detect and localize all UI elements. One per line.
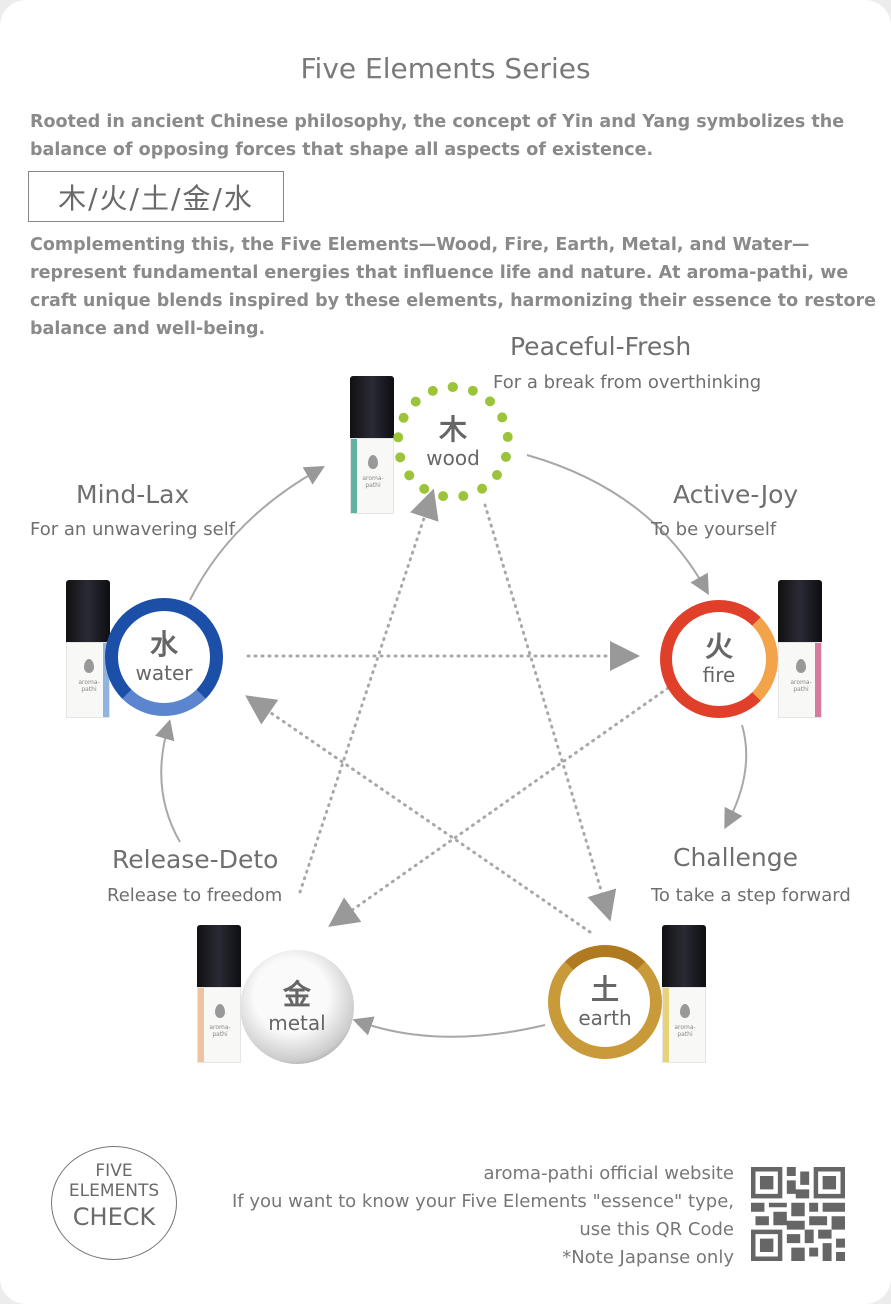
website-link[interactable]: aroma-pathi official website <box>483 1163 734 1184</box>
dotted-wood-to-earth <box>483 503 617 922</box>
earth-blend-name: Challenge <box>673 843 798 872</box>
elements-paragraph: Complementing this, the Five Elements—Wo… <box>30 235 877 339</box>
dotted-earth-to-water <box>245 695 592 934</box>
wood-blend-name: Peaceful-Fresh <box>510 332 692 361</box>
page-title: Five Elements Series <box>300 52 591 85</box>
metal-blend-name: Release-Deto <box>112 845 279 874</box>
qr-code[interactable] <box>751 1167 845 1261</box>
metal-blend-desc: Release to freedom <box>107 885 283 906</box>
water-blend-desc: For an unwavering self <box>30 519 236 540</box>
arrow-fire-to-earth <box>724 724 748 830</box>
arrow-wood-to-fire <box>526 454 709 595</box>
fire-bottle: aroma-pathi <box>778 580 822 718</box>
qr-instructions: aroma-pathi official website If you want… <box>232 1160 734 1272</box>
dotted-fire-to-metal <box>328 686 670 927</box>
earth-blend-desc: To take a step forward <box>651 885 851 906</box>
arrow-water-to-wood <box>189 466 325 601</box>
arrow-metal-to-water <box>155 719 181 843</box>
water-bottle: aroma-pathi <box>66 580 110 718</box>
fire-blend-name: Active-Joy <box>673 480 799 509</box>
water-blend-name: Mind-Lax <box>76 480 190 509</box>
drop-icon <box>368 455 378 469</box>
wood-blend-desc: For a break from overthinking <box>493 372 762 393</box>
fire-blend-desc: To be yourself <box>651 519 777 540</box>
metal-bottle: aroma-pathi <box>197 925 241 1063</box>
intro-paragraph: Rooted in ancient Chinese philosophy, th… <box>30 112 845 160</box>
wood-bottle: aroma-pathi <box>350 376 394 514</box>
dotted-metal-to-wood <box>298 488 439 894</box>
elements-kanji-box: 木/火/土/金/水 <box>28 171 284 222</box>
earth-bottle: aroma-pathi <box>662 925 706 1063</box>
arrow-earth-to-metal <box>352 1016 546 1038</box>
